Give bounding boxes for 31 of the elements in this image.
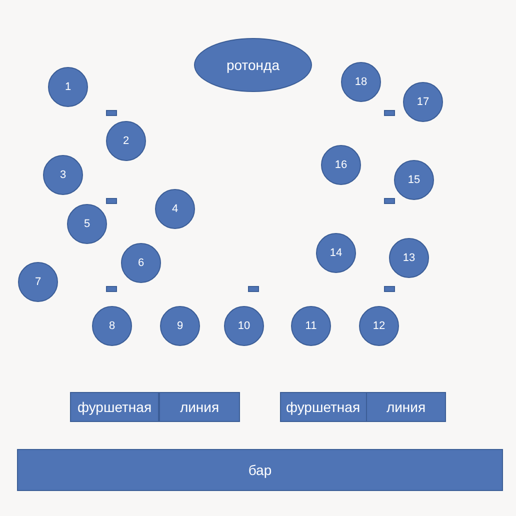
table-circle: 17 — [403, 82, 443, 122]
bar-counter: бар — [17, 449, 503, 491]
table-circle: 10 — [224, 306, 264, 346]
table-circle: 13 — [389, 238, 429, 278]
table-circle: 2 — [106, 121, 146, 161]
table-circle: 15 — [394, 160, 434, 200]
buffet-table: фуршетная — [280, 392, 366, 422]
table-circle: 12 — [359, 306, 399, 346]
small-marker — [106, 286, 116, 292]
table-circle: 4 — [155, 189, 195, 229]
table-circle: 8 — [92, 306, 132, 346]
table-circle: 11 — [291, 306, 331, 346]
table-circle: 16 — [321, 145, 361, 185]
table-circle: 3 — [43, 155, 83, 195]
small-marker — [106, 110, 116, 116]
buffet-table: линия — [159, 392, 240, 422]
small-marker — [384, 286, 394, 292]
small-marker — [248, 286, 258, 292]
small-marker — [384, 198, 394, 204]
table-circle: 5 — [67, 204, 107, 244]
table-circle: 1 — [48, 67, 88, 107]
small-marker — [106, 198, 116, 204]
small-marker — [384, 110, 394, 116]
table-circle: 14 — [316, 233, 356, 273]
rotunda-ellipse: ротонда — [194, 38, 312, 92]
table-circle: 6 — [121, 243, 161, 283]
table-circle: 9 — [160, 306, 200, 346]
buffet-table: фуршетная — [70, 392, 159, 422]
table-circle: 7 — [18, 262, 58, 302]
buffet-table: линия — [366, 392, 446, 422]
table-circle: 18 — [341, 62, 381, 102]
